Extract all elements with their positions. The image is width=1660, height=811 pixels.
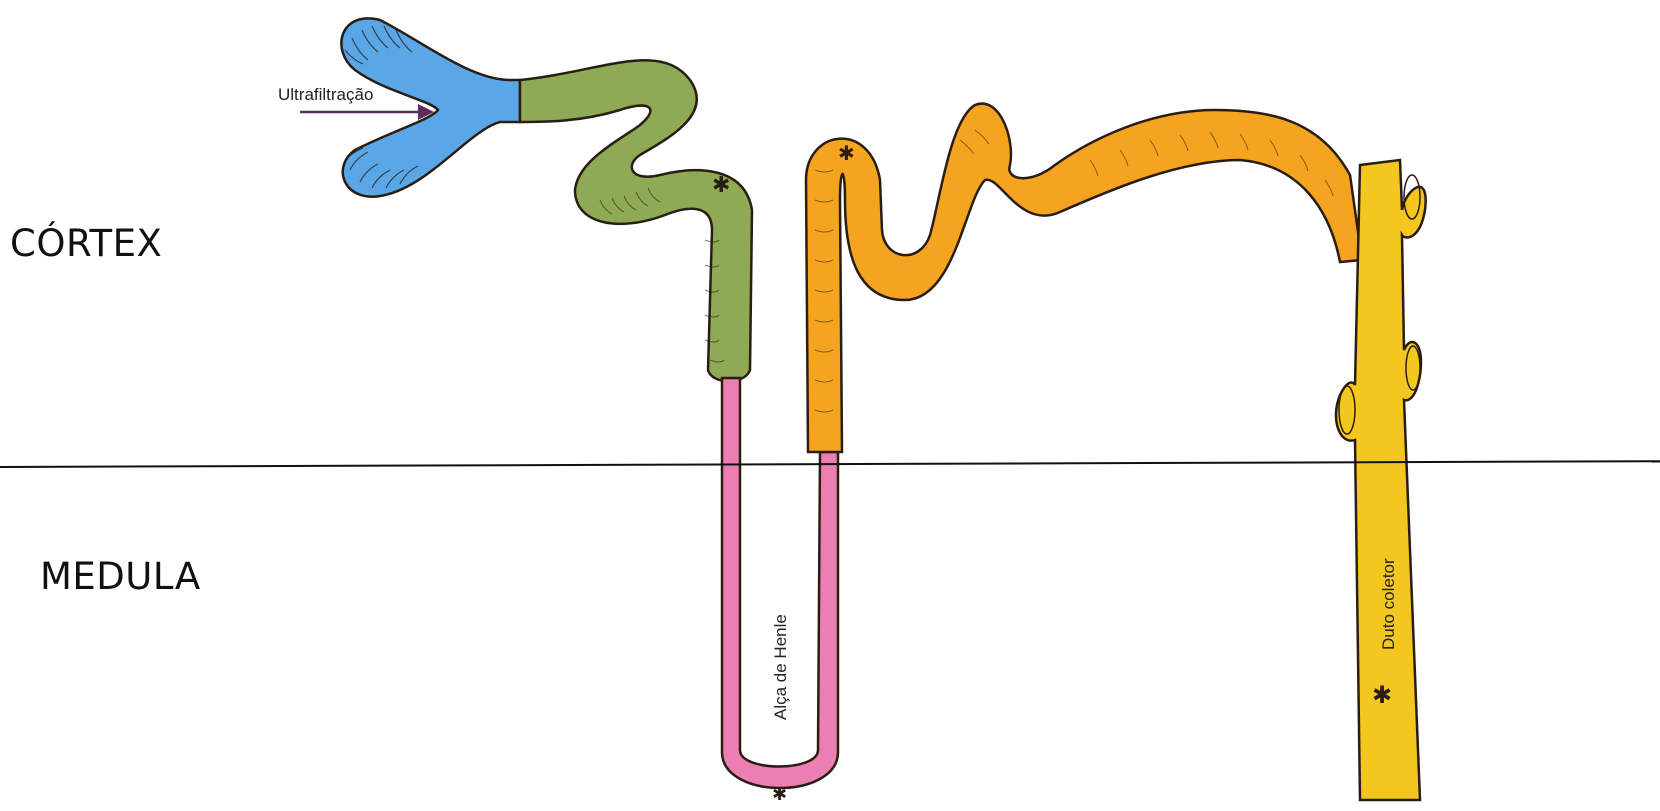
ultrafiltration-arrow [300, 104, 434, 120]
cortex-region-label: CÓRTEX [10, 222, 163, 265]
loop-of-henle-label: Alça de Henle [771, 614, 790, 720]
junction-marker: ✱ [712, 172, 730, 197]
loop-of-henle [720, 376, 840, 790]
medulla-region-label: MEDULA [40, 555, 201, 598]
proximal-tubule [518, 59, 754, 383]
collecting-duct-label: Duto coletor [1379, 558, 1398, 650]
ultrafiltration-label: Ultrafiltração [278, 85, 373, 104]
duct-marker: ✱ [1372, 682, 1392, 709]
bowman-capsule-shape [340, 17, 522, 198]
bowman-capsule [340, 17, 522, 198]
distal-tubule [804, 102, 1364, 454]
loop-bottom-marker: ✱ [772, 784, 787, 804]
distal-start-marker: ✱ [838, 143, 855, 165]
